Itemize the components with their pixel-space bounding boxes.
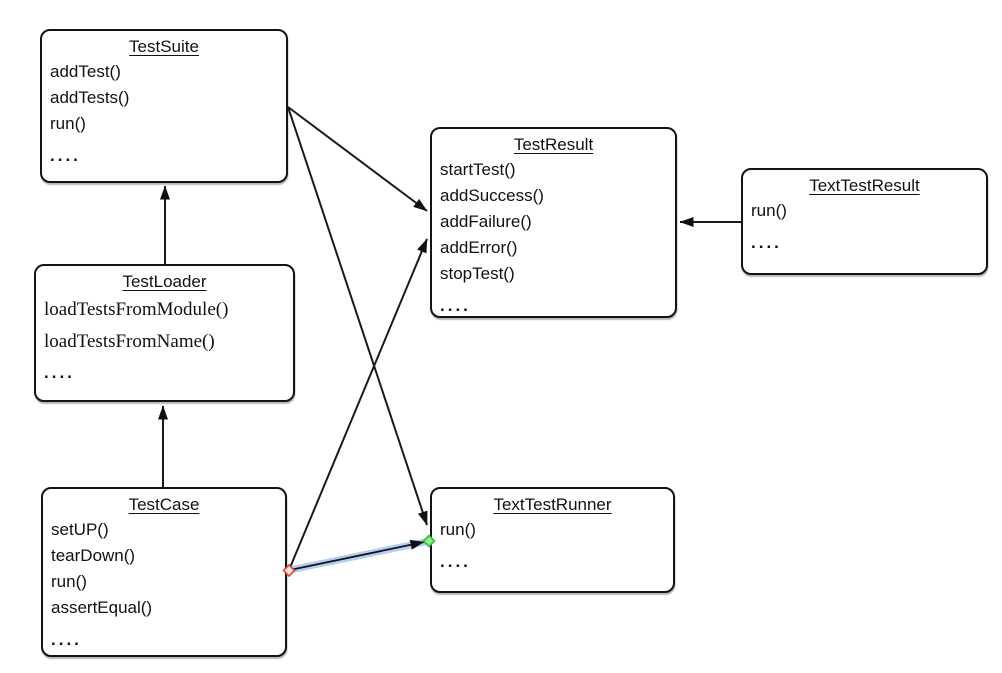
method-label: run() (50, 114, 86, 133)
class-box-testresult[interactable]: TestResult startTest() addSuccess() addF… (430, 127, 677, 318)
edge-testsuite-to-testresult[interactable] (287, 106, 428, 212)
selected-edge-halo (286, 538, 429, 574)
ellipsis-label: .... (440, 296, 471, 315)
ellipsis-label: .... (44, 363, 75, 382)
method-label: addSuccess() (440, 186, 544, 205)
class-title-testresult: TestResult (513, 135, 594, 154)
ellipsis-label: .... (440, 552, 471, 571)
edge-testsuite-to-texttestrunner[interactable] (287, 106, 428, 526)
ellipsis-label: .... (51, 630, 82, 649)
selected-edge-core[interactable] (289, 539, 425, 571)
class-box-testloader[interactable]: TestLoader loadTestsFromModule() loadTes… (34, 264, 295, 402)
method-label: addError() (440, 238, 518, 257)
method-label: assertEqual() (51, 598, 153, 617)
class-box-texttestresult[interactable]: TextTestResult run() .... (741, 168, 988, 275)
class-box-testcase[interactable]: TestCase setUP() tearDown() run() assert… (41, 487, 287, 657)
method-label: tearDown() (51, 546, 136, 565)
class-title-testcase: TestCase (128, 495, 200, 514)
edge-testcase-to-texttestrunner-selected[interactable] (282, 534, 436, 578)
method-label: setUP() (51, 520, 109, 539)
class-title-testsuite: TestSuite (129, 37, 199, 56)
method-label: run() (51, 572, 87, 591)
edge-testcase-to-testresult[interactable] (288, 238, 428, 571)
method-label: addTests() (50, 88, 130, 107)
class-title-texttestresult: TextTestResult (809, 176, 920, 195)
method-label: loadTestsFromName() (44, 331, 215, 352)
class-box-testsuite[interactable]: TestSuite addTest() addTests() run() ...… (40, 29, 288, 183)
method-label: stopTest() (440, 264, 515, 283)
method-label: run() (440, 520, 476, 539)
method-label: run() (751, 201, 787, 220)
method-label: loadTestsFromModule() (44, 299, 229, 320)
class-box-texttestrunner[interactable]: TextTestRunner run() .... (430, 487, 675, 593)
class-title-testloader: TestLoader (122, 272, 207, 291)
ellipsis-label: .... (751, 233, 782, 252)
method-label: addTest() (50, 62, 121, 81)
class-title-texttestrunner: TextTestRunner (493, 495, 612, 514)
method-label: addFailure() (440, 212, 532, 231)
ellipsis-label: .... (50, 146, 81, 165)
method-label: startTest() (440, 160, 516, 179)
